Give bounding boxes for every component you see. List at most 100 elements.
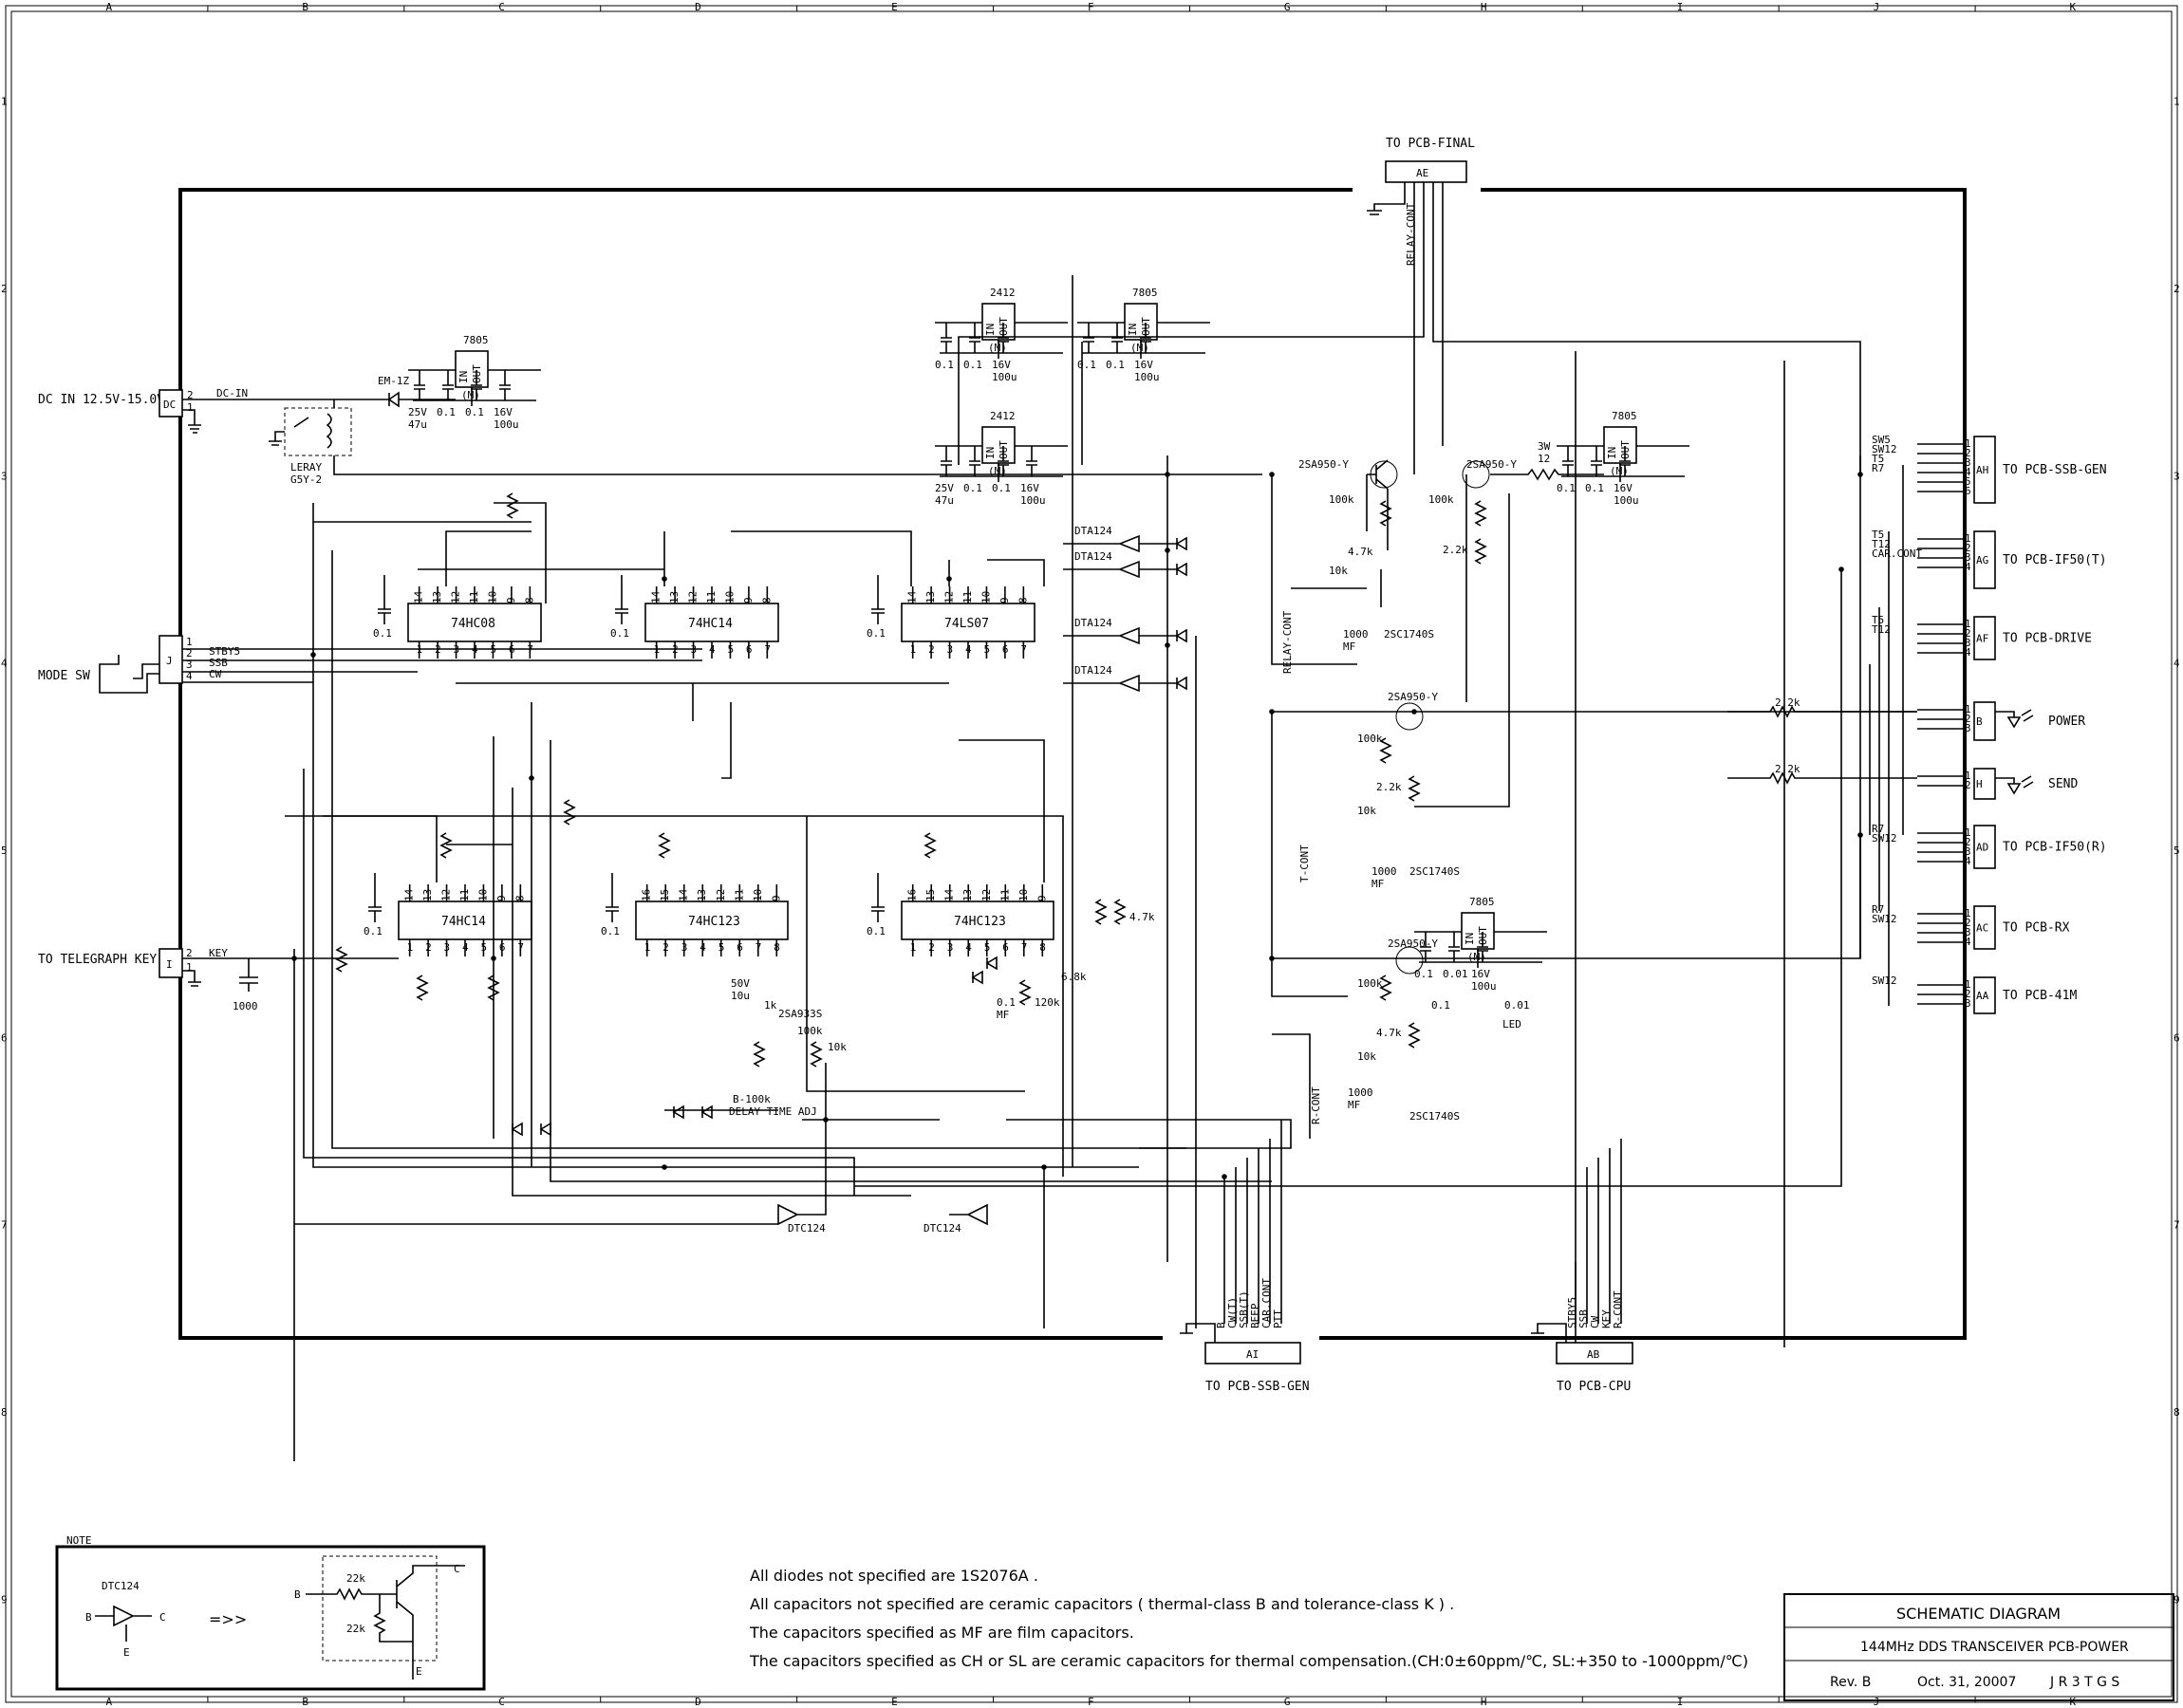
decoupling-cap [871, 873, 885, 922]
q-2sa933: 2SA933S [778, 1008, 822, 1020]
resistor-symbol [1474, 500, 1487, 527]
note-pin-c: C [159, 1611, 166, 1624]
wire-segment [303, 769, 1064, 1196]
connector-label: TO PCB-41M [2003, 989, 2077, 1003]
q6-r100k: 100k [1357, 977, 1383, 990]
connector-net: R7 [1872, 462, 1884, 474]
ic-pin-num: 6 [1002, 941, 1009, 954]
regulator-name: 2412 [990, 410, 1016, 422]
ic-pin-num: 4 [965, 941, 972, 954]
q7-r10k: 10k [1357, 1050, 1376, 1063]
outer-frame [5, 5, 2178, 1703]
reg-cap [414, 370, 425, 400]
reg-pin-gnd: (M) [988, 342, 1007, 354]
ic-pin-num: 10 [486, 591, 498, 603]
diode-symbol [971, 970, 983, 985]
junction-dot [1269, 956, 1275, 961]
value-line: 16V [1614, 482, 1633, 494]
dta-buffer [1063, 674, 1177, 693]
reg-cap [1083, 323, 1094, 353]
col-mark-top: K [2070, 1, 2077, 13]
value-line: 100u [494, 418, 519, 431]
led-label: LED [1502, 1018, 1521, 1030]
reg-cap-value: 0.1 [935, 359, 954, 371]
col-mark-top: F [1088, 1, 1094, 13]
reg-cap [499, 370, 511, 400]
resistor-symbol [1379, 737, 1392, 764]
resistor-symbol [506, 492, 519, 519]
ai-net-cwt: CW(T) [1226, 1297, 1239, 1328]
connector-pin: 3 [1965, 997, 1971, 1010]
ai-label: TO PCB-SSB-GEN [1205, 1380, 1310, 1394]
connector-pin: 6 [1965, 485, 1971, 497]
wire-segment [1272, 711, 1917, 959]
reg-cap-value: 0.1 [992, 482, 1011, 494]
reg-cap [969, 323, 980, 353]
ic-pin-num: 13 [668, 591, 681, 603]
connector-label: TO PCB-RX [2003, 921, 2070, 936]
wire-segment [1575, 351, 1785, 1347]
resistor-symbol [563, 799, 576, 826]
connector-pin: 5 [1965, 475, 1971, 488]
connector-pin: 3 [1965, 456, 1971, 469]
ic-pin-num: 10 [1017, 889, 1030, 901]
ic-pin-num: 5 [480, 941, 487, 954]
value-line: 25V [935, 482, 954, 494]
connector-net: SW12 [1872, 913, 1897, 925]
col-mark-bot: H [1481, 1696, 1487, 1708]
ic-pin-num: 2 [928, 643, 935, 656]
wire-network [285, 275, 1917, 1461]
ic-pin-num: 14 [943, 888, 956, 901]
ic-name: 74HC08 [451, 617, 495, 631]
connector-pin: 2 [1965, 627, 1971, 640]
reg-pin-gnd: (M) [461, 389, 480, 401]
diode-symbol [672, 1105, 684, 1120]
connector-label: TO PCB-SSB-GEN [2003, 463, 2107, 477]
bottom-connectors: AI TO PCB-SSB-GEN B CW(T) SSB(T) BEEP CA… [1180, 1278, 1633, 1394]
connector-pin: 4 [1965, 936, 1971, 948]
regulator-body [1124, 303, 1158, 341]
ic-pin-num: 13 [431, 591, 443, 603]
col-mark-bot: G [1284, 1696, 1291, 1708]
led-resistor: 2.2k [1775, 763, 1801, 775]
col-mark-bot: B [302, 1696, 308, 1708]
q4-label: 2SA950-Y [1388, 691, 1438, 703]
wire-segment [1006, 1033, 1311, 1149]
decoupling-cap-value: 0.1 [601, 925, 620, 938]
note-dtc-label: DTC124 [102, 1580, 140, 1592]
connector-pin: 1 [1965, 703, 1971, 715]
decoupling-cap [615, 575, 628, 624]
ic-pin-num: 13 [924, 591, 937, 603]
connector-body [1973, 436, 1996, 504]
col-mark-bot: K [2070, 1696, 2077, 1708]
col-mark-top: B [302, 1, 308, 13]
connector-body [1973, 768, 1996, 800]
connector-body [1973, 976, 1996, 1014]
q3-label: 2SA950-Y [1466, 458, 1517, 471]
dc-in-section: DC IN 12.5V-15.0V DC 2 1 DC-IN EM-1Z LER… [38, 375, 1262, 486]
resistor-symbol [487, 975, 500, 1001]
row-mark-right: 6 [2174, 1031, 2180, 1044]
ic-pin-num: 2 [425, 941, 432, 954]
resistor-symbol [753, 1041, 766, 1068]
reg-cap [442, 370, 454, 400]
q6-r47k: 4.7k [1376, 1027, 1402, 1039]
ic-body [398, 900, 532, 940]
dc-in-label: DC IN 12.5V-15.0V [38, 393, 164, 407]
r120k-c: 120k [1035, 996, 1060, 1009]
row-mark-left: 2 [1, 283, 8, 295]
mode-ref: J [166, 655, 173, 667]
net-key: KEY [209, 947, 228, 959]
resistor-symbol [810, 1041, 823, 1068]
ic-pin-num: 11 [705, 591, 718, 603]
q6-label: 2SA950-Y [1388, 938, 1438, 950]
connector-pin: 2 [1965, 917, 1971, 929]
resistor-symbol [1379, 500, 1392, 527]
